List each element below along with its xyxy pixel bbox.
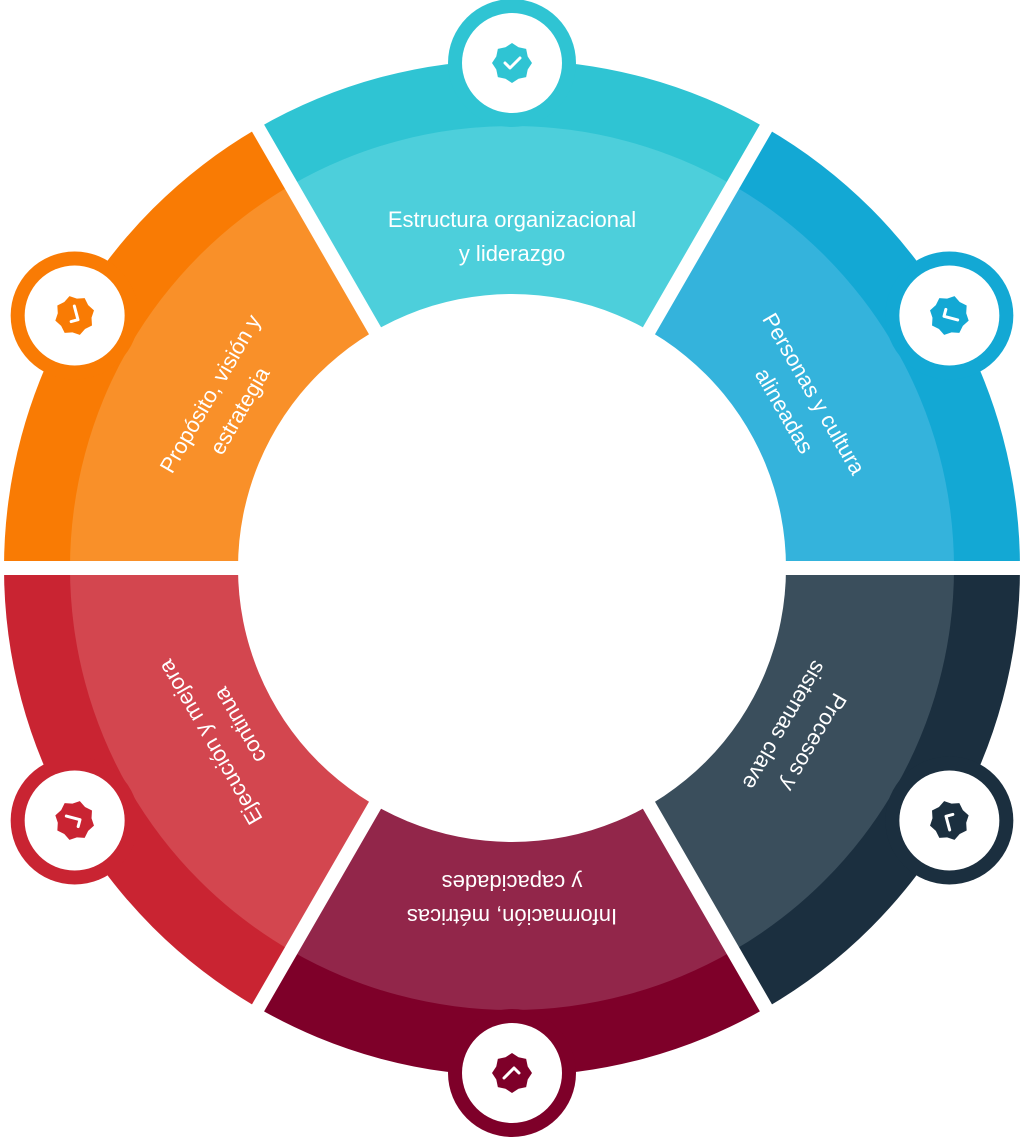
segment-proposito-icon-badge [10, 251, 139, 380]
segment-procesos-icon-badge [885, 756, 1014, 885]
segment-ejecucion-icon-badge [10, 756, 139, 885]
segment-estructura-label-line: Estructura organizacional [388, 207, 636, 232]
segment-divider [246, 115, 384, 339]
check-badge-icon [55, 801, 94, 840]
check-badge-icon [492, 43, 532, 83]
segment-divider [640, 797, 778, 1021]
check-badge-icon [930, 801, 969, 840]
check-badge-icon [55, 296, 94, 335]
segment-informacion-icon-badge [448, 1009, 576, 1137]
segment-estructura-icon-badge [448, 0, 576, 127]
check-badge-icon [930, 296, 969, 335]
segment-personas-icon-badge [885, 251, 1014, 380]
segment-informacion-label-line: y capacidades [442, 870, 583, 895]
center-hole [238, 294, 786, 842]
segment-informacion-label: Información, métricas y capacidades [407, 870, 617, 929]
segment-gaps [0, 115, 1024, 1021]
segment-divider [246, 797, 384, 1021]
check-badge-icon [492, 1053, 532, 1093]
segment-informacion-label-line: Información, métricas [407, 904, 617, 929]
icon-layer [10, 0, 1014, 1137]
segment-estructura-label-line: y liderazgo [459, 241, 565, 266]
segment-estructura-label: Estructura organizacional y liderazgo [388, 207, 636, 266]
segment-divider [640, 115, 778, 339]
